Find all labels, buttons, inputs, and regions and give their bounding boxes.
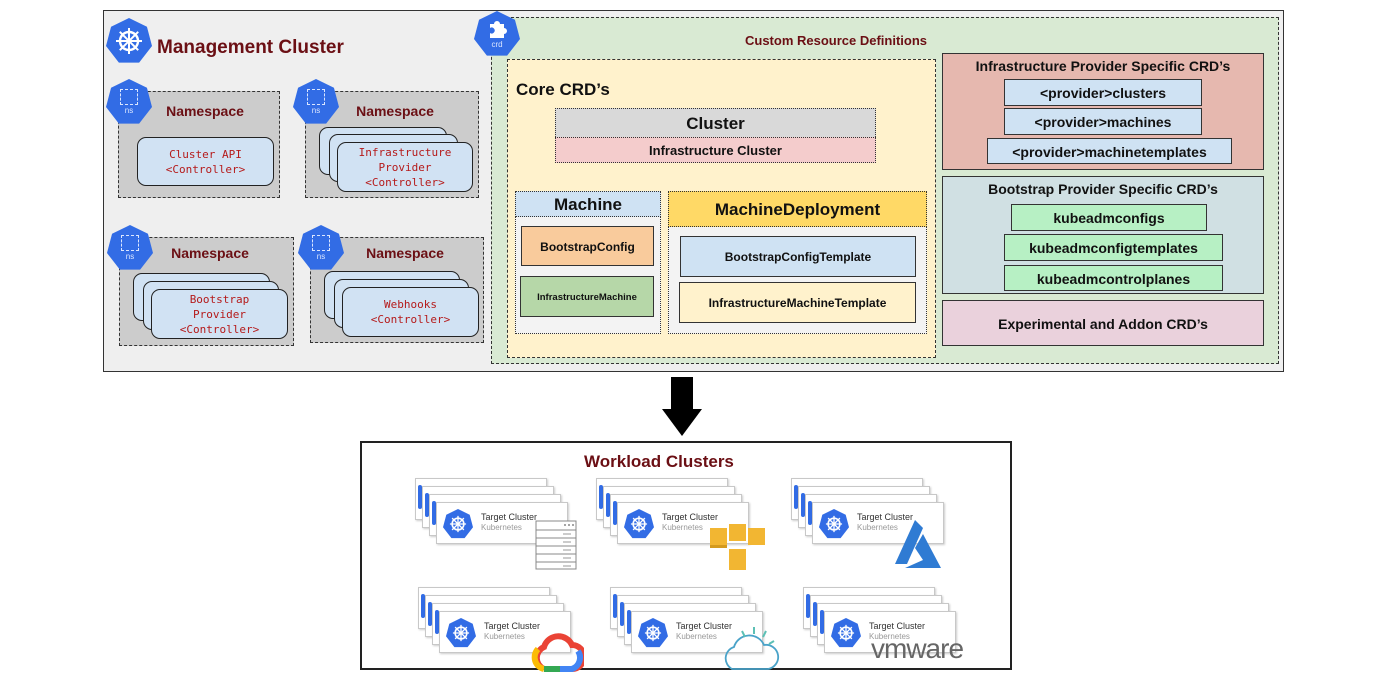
- kubernetes-label: Kubernetes: [481, 523, 522, 532]
- target-cluster-label: Target Cluster: [481, 512, 538, 522]
- kubernetes-icon-edge: [421, 594, 425, 618]
- namespace-title: Namespace: [171, 245, 249, 261]
- controller-line: Cluster API: [169, 147, 242, 161]
- kubernetes-icon-edge: [808, 501, 812, 525]
- kubernetes-icon-edge: [425, 493, 429, 517]
- server-rack-icon: [535, 520, 577, 575]
- kubernetes-icon-edge: [620, 602, 624, 626]
- kubernetes-icon: [443, 509, 473, 539]
- webhooks-controller: Webhooks <Controller>: [342, 287, 479, 337]
- bootstrap-config-template-crd: BootstrapConfigTemplate: [680, 236, 916, 277]
- controller-line: <Controller>: [370, 313, 451, 326]
- cluster-crd: Cluster: [555, 108, 876, 137]
- ibm-cloud-icon: [720, 625, 780, 678]
- controller-line: <Controller>: [179, 322, 260, 336]
- bootstrap-config-crd: BootstrapConfig: [521, 226, 654, 266]
- crd-title: Custom Resource Definitions: [745, 33, 928, 48]
- kubernetes-label: Kubernetes: [676, 632, 717, 641]
- cluster-api-controller: Cluster API <Controller>: [137, 137, 274, 186]
- kubernetes-icon-edge: [428, 602, 432, 626]
- kubeadmconfigtemplates-crd: kubeadmconfigtemplates: [1004, 234, 1223, 261]
- kubernetes-icon-edge: [813, 602, 817, 626]
- infrastructure-provider-crds-title: Infrastructure Provider Specific CRD’s: [975, 58, 1231, 74]
- kubernetes-icon-edge: [613, 501, 617, 525]
- kubernetes-icon-edge: [794, 485, 798, 509]
- kubernetes-icon-edge: [418, 485, 422, 509]
- controller-line: Provider: [378, 160, 432, 174]
- target-cluster-label: Target Cluster: [857, 512, 914, 522]
- kubernetes-icon-edge: [627, 610, 631, 634]
- machine-title: Machine: [515, 191, 661, 217]
- kubernetes-icon-edge: [599, 485, 603, 509]
- target-cluster-label: Target Cluster: [484, 621, 541, 631]
- provider-machines-crd: <provider>machines: [1004, 108, 1202, 135]
- kubernetes-icon: [638, 618, 668, 648]
- controller-line: <Controller>: [365, 175, 445, 189]
- kubernetes-icon-edge: [806, 594, 810, 618]
- kubernetes-icon-edge: [801, 493, 805, 517]
- machine-deployment-title: MachineDeployment: [668, 191, 927, 227]
- controller-line: Provider: [193, 307, 246, 321]
- kubernetes-icon-edge: [820, 610, 824, 634]
- target-cluster-label: Target Cluster: [662, 512, 719, 522]
- kubernetes-icon-edge: [435, 610, 439, 634]
- core-crds-title: Core CRD’s: [516, 80, 610, 99]
- infrastructure-provider-controller: Infrastructure Provider <Controller>: [337, 142, 473, 192]
- kubernetes-icon-edge: [613, 594, 617, 618]
- kubeadmconfigs-crd: kubeadmconfigs: [1011, 204, 1207, 231]
- bootstrap-provider-controller: Bootstrap Provider <Controller>: [151, 289, 288, 339]
- kubernetes-label: Kubernetes: [857, 523, 898, 532]
- kubernetes-label: Kubernetes: [869, 632, 910, 641]
- experimental-addon-crds: Experimental and Addon CRD’s: [942, 300, 1264, 346]
- vmware-logo: vmware: [871, 633, 964, 664]
- provider-clusters-crd: <provider>clusters: [1004, 79, 1202, 106]
- down-arrow-shaft: [671, 377, 693, 410]
- kubeadmcontrolplanes-crd: kubeadmcontrolplanes: [1004, 265, 1223, 291]
- kubernetes-label: Kubernetes: [484, 632, 525, 641]
- kubernetes-label: Kubernetes: [662, 523, 703, 532]
- azure-icon: [893, 520, 947, 575]
- workload-clusters-title: Workload Clusters: [584, 452, 734, 471]
- namespace-title: Namespace: [366, 245, 444, 261]
- controller-line: Infrastructure: [358, 145, 452, 159]
- controller-line: <Controller>: [165, 162, 246, 176]
- controller-line: Bootstrap: [189, 292, 250, 306]
- bootstrap-provider-crds-title: Bootstrap Provider Specific CRD’s: [988, 181, 1218, 197]
- controller-line: Webhooks: [384, 298, 437, 311]
- down-arrow-icon: [662, 409, 702, 436]
- kubernetes-icon: [819, 509, 849, 539]
- provider-machinetemplates-crd: <provider>machinetemplates: [987, 138, 1232, 164]
- kubernetes-icon-edge: [432, 501, 436, 525]
- google-cloud-icon: [530, 633, 587, 678]
- kubernetes-icon-edge: [606, 493, 610, 517]
- kubernetes-icon: [624, 509, 654, 539]
- namespace-title: Namespace: [166, 103, 244, 119]
- target-cluster-label: Target Cluster: [869, 621, 926, 631]
- aws-boxes-icon: [708, 524, 768, 577]
- kubernetes-icon: [831, 618, 861, 648]
- infrastructure-machine-template-crd: InfrastructureMachineTemplate: [679, 282, 916, 323]
- management-cluster-title: Management Cluster: [157, 37, 344, 58]
- kubernetes-icon: [446, 618, 476, 648]
- namespace-title: Namespace: [356, 103, 434, 119]
- infrastructure-machine-crd: InfrastructureMachine: [520, 276, 654, 317]
- infrastructure-cluster-crd: Infrastructure Cluster: [555, 137, 876, 163]
- target-cluster-label: Target Cluster: [676, 621, 733, 631]
